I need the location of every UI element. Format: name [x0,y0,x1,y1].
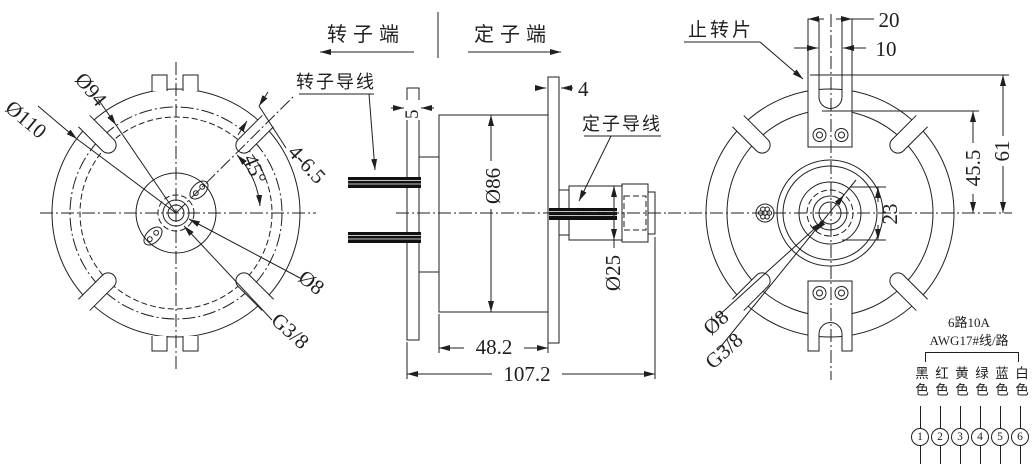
channel-6-number: 6 [1011,428,1029,446]
wiring-bracket [925,352,1019,362]
dim-slot-width: 10 [876,37,897,61]
dim-thread-left: G3/8 [267,308,314,354]
hub-plate [418,156,440,273]
channel-4-color: 绿色 [973,366,988,399]
channel-2: 红色 2 [931,366,949,464]
wiring-spec-line1: 6路10A [948,315,990,330]
dim-body-dia: Ø86 [481,168,505,204]
rotor-lead-label: 转子导线 [296,72,376,92]
stator-end-label: 定子端 [474,23,552,46]
wire-line [979,406,981,428]
dim-tab-height: 61 [990,141,1014,162]
channel-5: 蓝色 5 [991,366,1009,464]
stop-plate-top [807,18,853,148]
dim-bolt-circle: Ø94 [70,68,112,112]
channel-6: 白色 6 [1011,366,1029,464]
wire-line [939,446,941,464]
wire-line [1019,406,1021,428]
wire-line [959,406,961,428]
dim-tab-width: 20 [879,8,900,32]
rotor-wires [348,177,421,243]
wire-line [979,446,981,464]
channel-5-number: 5 [991,428,1009,446]
rotor-flange [406,87,420,341]
channel-3: 黄色 3 [951,366,969,464]
rotor-face-view: Ø110 Ø94 4-6.5 45° Ø8 G3/8 [1,62,331,370]
wiring-spec-line2: AWG17#线/路 [929,333,1009,348]
dim-hub-dia: 23 [878,204,902,225]
centerlines-left [40,62,316,370]
wire-port-sw [143,226,163,246]
stator-wire [549,208,617,220]
channel-4-number: 4 [971,428,989,446]
stop-plate-label: 止转片 [688,19,754,41]
mount-notches [78,115,274,311]
channel-3-number: 3 [951,428,969,446]
wire-line [1019,446,1021,464]
dim-slot-depth: 45.5 [961,150,985,187]
stator-lead-label: 定子导线 [582,114,662,134]
stator-face-view: 止转片 20 10 61 45.5 23 [668,8,1014,380]
wiring-channels: 黑色 1 红色 2 黄色 3 绿色 4 [911,366,1029,464]
wire-line [939,406,941,428]
rotor-end-label: 转子端 [327,23,405,46]
side-dimensions: 5 4 Ø86 Ø25 48.2 107.2 [391,77,656,386]
wire-line [919,446,921,464]
channel-3-color: 黄色 [953,366,968,399]
channel-1-number: 1 [911,428,929,446]
wire-line [919,406,921,428]
left-dimensions: Ø110 Ø94 4-6.5 45° Ø8 G3/8 [1,68,331,354]
channel-2-number: 2 [931,428,949,446]
end-labels: 转子端 定子端 [320,12,561,58]
rim-tabs [151,74,199,352]
stator-notches [732,115,928,311]
wiring-legend: 6路10A AWG17#线/路 黑色 1 红色 2 黄色 3 [905,310,1033,464]
channel-2-color: 红色 [933,366,948,399]
stop-plate-bottom [807,280,853,352]
channel-4: 绿色 4 [971,366,989,464]
dim-shaft-dia: Ø25 [601,255,625,291]
dim-stator-flange: 4 [578,77,589,101]
dim-bore-left: Ø8 [294,265,329,300]
dim-rotor-flange: 5 [402,110,423,120]
wire-line [999,406,1001,428]
side-view: 转子端 定子端 转子导线 定子导线 5 4 Ø86 [296,12,670,386]
centerlines-right [668,14,1012,380]
channel-5-color: 蓝色 [993,366,1008,399]
lead-labels: 转子导线 定子导线 [296,72,662,202]
wire-line [999,446,1001,464]
channel-6-color: 白色 [1013,366,1028,399]
dim-total-len: 107.2 [503,362,550,386]
channel-1-color: 黑色 [913,366,928,399]
dim-thread-right: G3/8 [700,328,747,374]
wire-line [959,446,961,464]
dim-body-len: 48.2 [476,335,513,359]
dim-outer-dia: Ø110 [1,95,52,143]
channel-1: 黑色 1 [911,366,929,464]
